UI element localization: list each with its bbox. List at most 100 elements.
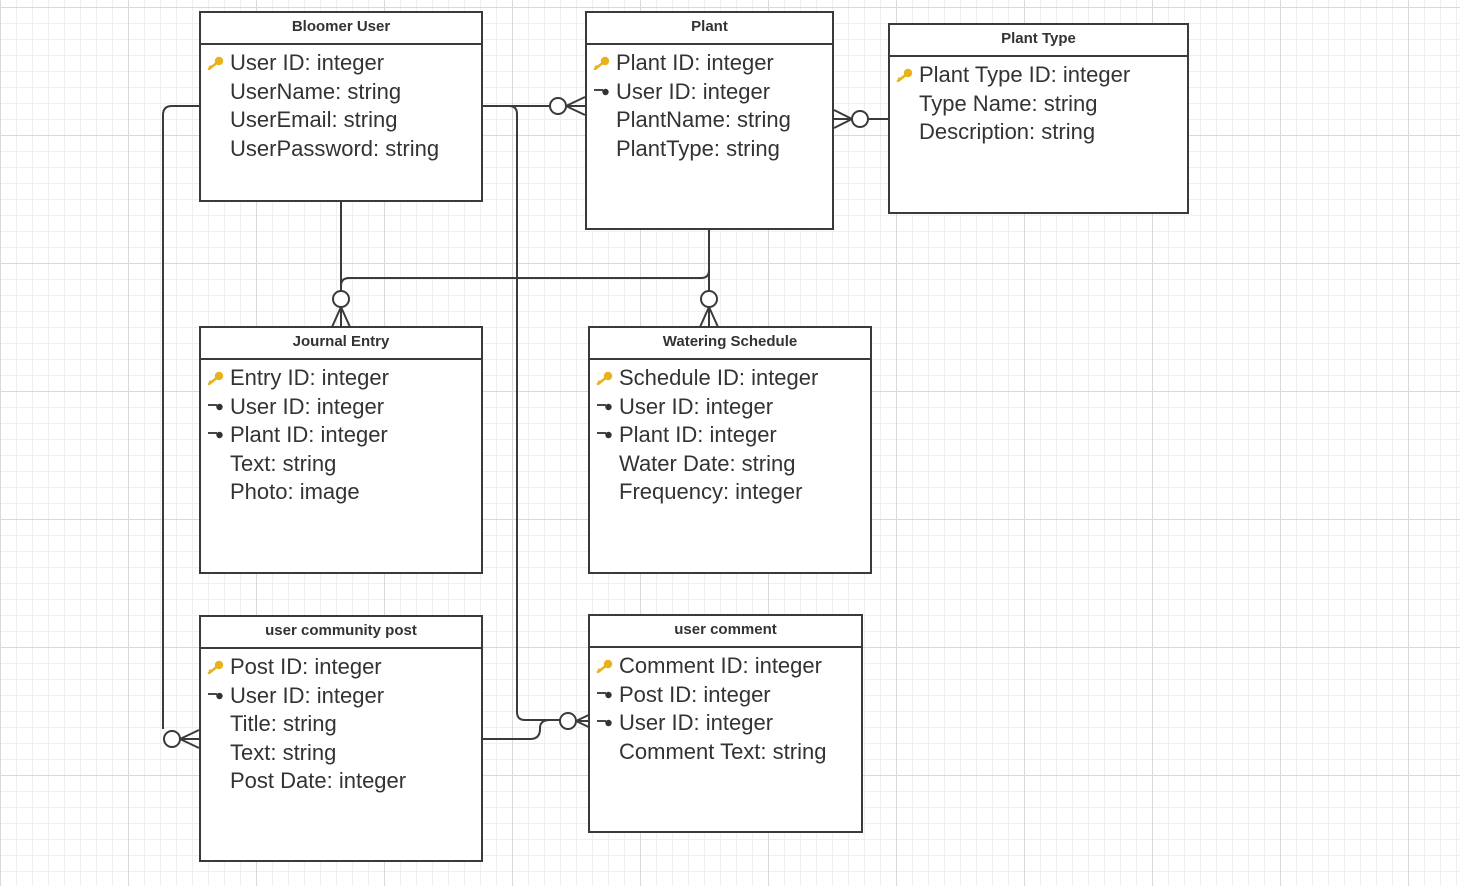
plant-type-title: Plant Type (890, 25, 1187, 57)
field-text: UserEmail: string (230, 107, 398, 132)
field-text: Description: string (919, 119, 1096, 144)
field-row[interactable]: Comment Text: string (590, 738, 861, 767)
crowfoot-journal (331, 306, 351, 328)
user-comment-title: user comment (590, 616, 861, 648)
crowfoot-watering (699, 306, 719, 328)
field-row[interactable]: Type Name: string (890, 90, 1187, 119)
field-row[interactable]: Entry ID: integer (201, 364, 481, 393)
foreign-key-icon (207, 428, 225, 442)
field-row[interactable]: Plant ID: integer (590, 421, 870, 450)
field-text: Comment Text: string (619, 738, 827, 764)
field-text: Comment ID: integer (619, 653, 822, 678)
field-text: User ID: integer (619, 710, 774, 735)
foreign-key-icon (596, 428, 614, 442)
field-text: Title: string (230, 711, 337, 736)
field-row[interactable]: Frequency: integer (590, 478, 870, 507)
field-row[interactable]: Comment ID: integer (590, 652, 861, 681)
field-row[interactable]: User ID: integer (590, 393, 870, 422)
field-text: Plant ID: integer (616, 50, 774, 75)
crowfoot-circle-watering (700, 290, 718, 308)
field-text: Text: string (230, 739, 337, 765)
field-text: Entry ID: integer (230, 365, 389, 390)
primary-key-icon (207, 371, 225, 385)
field-row[interactable]: User ID: integer (201, 393, 481, 422)
crowfoot-circle-planttype (851, 110, 869, 128)
field-row[interactable]: User ID: integer (587, 78, 832, 107)
field-row[interactable]: Photo: image (201, 478, 481, 507)
user-community-post-title: user community post (201, 617, 481, 649)
field-text: User ID: integer (230, 682, 385, 708)
primary-key-icon (207, 56, 225, 70)
watering-schedule-title: Watering Schedule (590, 328, 870, 360)
field-row[interactable]: Plant Type ID: integer (890, 61, 1187, 90)
primary-key-icon (596, 371, 614, 385)
field-row[interactable]: UserName: string (201, 78, 481, 107)
field-row[interactable]: Post ID: integer (590, 681, 861, 710)
field-row[interactable]: UserEmail: string (201, 106, 481, 135)
connector-user-post (162, 105, 200, 729)
field-text: Post ID: integer (619, 681, 771, 707)
crowfoot-circle-plant (549, 97, 567, 115)
crowfoot-plant (565, 96, 586, 116)
field-row[interactable]: Plant ID: integer (201, 421, 481, 450)
field-row[interactable]: Post ID: integer (201, 653, 481, 682)
plant-title: Plant (587, 13, 832, 45)
crowfoot-circle-post (163, 730, 181, 748)
field-row[interactable]: UserPassword: string (201, 135, 481, 164)
field-text: Text: string (230, 450, 337, 476)
primary-key-icon (207, 660, 225, 674)
field-text: User ID: integer (619, 393, 774, 419)
primary-key-icon (593, 56, 611, 70)
primary-key-icon (596, 659, 614, 673)
connector-plant-journal (340, 230, 710, 290)
field-row[interactable]: User ID: integer (201, 49, 481, 78)
field-row[interactable]: User ID: integer (590, 709, 861, 738)
field-text: Plant Type ID: integer (919, 62, 1131, 87)
field-text: Plant ID: integer (230, 422, 388, 447)
field-row[interactable]: Text: string (201, 739, 481, 768)
foreign-key-icon (596, 716, 614, 730)
field-row[interactable]: Schedule ID: integer (590, 364, 870, 393)
field-text: User ID: integer (230, 50, 385, 75)
connector-user-comment (482, 105, 560, 721)
field-text: UserName: string (230, 78, 402, 104)
field-row[interactable]: PlantName: string (587, 106, 832, 135)
field-row[interactable]: Post Date: integer (201, 767, 481, 796)
field-row[interactable]: Water Date: string (590, 450, 870, 479)
field-text: Photo: image (230, 479, 360, 504)
field-text: User ID: integer (616, 78, 771, 104)
field-text: UserPassword: string (230, 135, 440, 161)
field-text: User ID: integer (230, 393, 385, 419)
connector-post-comment (482, 719, 560, 740)
field-row[interactable]: PlantType: string (587, 135, 832, 164)
foreign-key-icon (207, 689, 225, 703)
field-text: PlantType: string (616, 135, 780, 161)
field-row[interactable]: User ID: integer (201, 682, 481, 711)
field-row[interactable]: Text: string (201, 450, 481, 479)
foreign-key-icon (596, 688, 614, 702)
field-text: Frequency: integer (619, 479, 803, 504)
field-row[interactable]: Title: string (201, 710, 481, 739)
journal-entry-title: Journal Entry (201, 328, 481, 360)
field-text: PlantName: string (616, 107, 791, 132)
foreign-key-icon (207, 400, 225, 414)
foreign-key-icon (596, 400, 614, 414)
field-text: Water Date: string (619, 450, 796, 476)
foreign-key-icon (593, 85, 611, 99)
field-row[interactable]: Description: string (890, 118, 1187, 147)
field-row[interactable]: Plant ID: integer (587, 49, 832, 78)
